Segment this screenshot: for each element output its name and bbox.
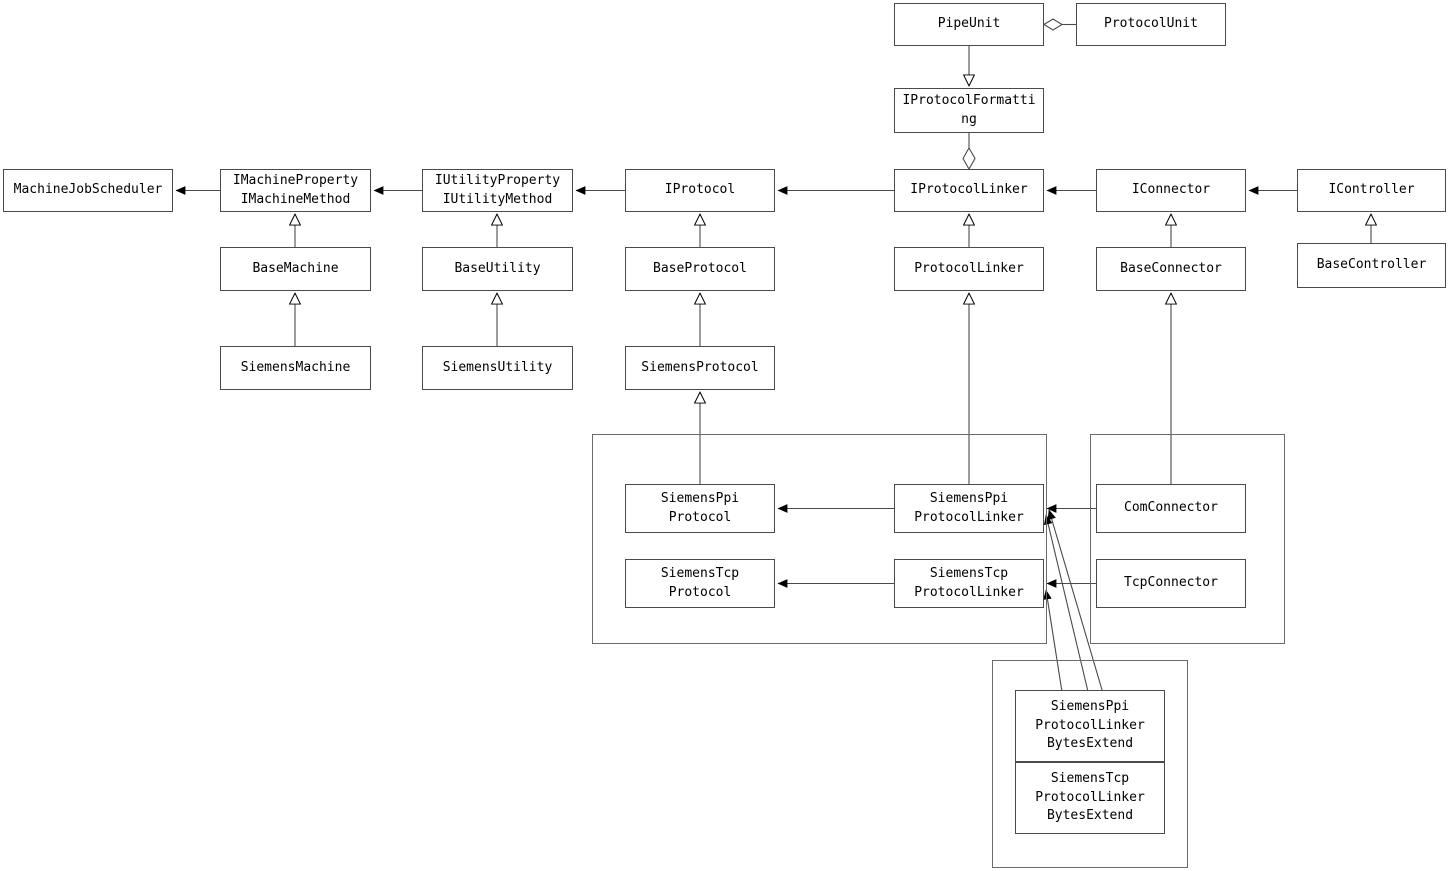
class-box-iprotocol-linker[interactable]: IProtocolLinker xyxy=(894,169,1044,212)
class-box-icontroller[interactable]: IController xyxy=(1297,169,1446,212)
class-box-siemens-tcp-protocol[interactable]: SiemensTcp Protocol xyxy=(625,559,775,608)
class-box-base-protocol[interactable]: BaseProtocol xyxy=(625,247,775,291)
class-box-machine-job-scheduler[interactable]: MachineJobScheduler xyxy=(3,169,173,212)
class-box-base-connector[interactable]: BaseConnector xyxy=(1096,247,1246,291)
class-box-siemens-utility[interactable]: SiemensUtility xyxy=(422,346,573,390)
class-box-imachine-property[interactable]: IMachineProperty IMachineMethod xyxy=(220,169,371,212)
class-box-iconnector[interactable]: IConnector xyxy=(1096,169,1246,212)
class-box-protocol-linker[interactable]: ProtocolLinker xyxy=(894,247,1044,291)
class-box-siemens-ppi-protocol-linker-bytes-extend[interactable]: SiemensPpi ProtocolLinker BytesExtend xyxy=(1015,690,1165,762)
class-box-com-connector[interactable]: ComConnector xyxy=(1096,484,1246,533)
class-box-siemens-machine[interactable]: SiemensMachine xyxy=(220,346,371,390)
class-box-base-controller[interactable]: BaseController xyxy=(1297,243,1446,288)
class-box-pipe-unit[interactable]: PipeUnit xyxy=(894,3,1044,46)
class-box-siemens-protocol[interactable]: SiemensProtocol xyxy=(625,346,775,390)
class-box-siemens-ppi-protocol-linker[interactable]: SiemensPpi ProtocolLinker xyxy=(894,484,1044,533)
class-box-iprotocol-formatting[interactable]: IProtocolFormatti ng xyxy=(894,88,1044,133)
class-box-base-utility[interactable]: BaseUtility xyxy=(422,247,573,291)
aggregation-diamond-iprotocollinker xyxy=(962,146,976,171)
class-box-base-machine[interactable]: BaseMachine xyxy=(220,247,371,291)
class-box-siemens-tcp-protocol-linker-bytes-extend[interactable]: SiemensTcp ProtocolLinker BytesExtend xyxy=(1015,762,1165,834)
class-box-tcp-connector[interactable]: TcpConnector xyxy=(1096,559,1246,608)
class-box-iprotocol[interactable]: IProtocol xyxy=(625,169,775,212)
group-connectors xyxy=(1090,434,1285,644)
class-box-protocol-unit[interactable]: ProtocolUnit xyxy=(1076,3,1226,46)
class-box-siemens-ppi-protocol[interactable]: SiemensPpi Protocol xyxy=(625,484,775,533)
class-box-iutility-property[interactable]: IUtilityProperty IUtilityMethod xyxy=(422,169,573,212)
class-box-siemens-tcp-protocol-linker[interactable]: SiemensTcp ProtocolLinker xyxy=(894,559,1044,608)
aggregation-diamond-pipeunit xyxy=(1042,18,1064,31)
group-siemens-protocols xyxy=(592,434,1047,644)
